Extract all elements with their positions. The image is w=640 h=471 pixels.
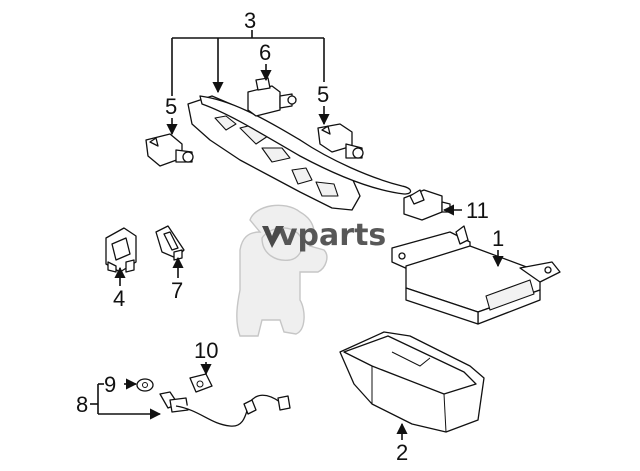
callout-4: 4	[113, 286, 125, 311]
callout-10: 10	[194, 338, 218, 363]
gasket-9	[136, 378, 154, 392]
mounting-bracket	[187, 95, 412, 211]
vacuum-solenoid-5-left	[145, 133, 194, 167]
callout-6: 6	[259, 40, 271, 65]
bracket-7	[155, 225, 185, 261]
vacuum-solenoid-5-right	[317, 123, 364, 159]
callout-11: 11	[466, 198, 489, 223]
clip-10	[189, 373, 213, 393]
vacuum-solenoid-6	[247, 77, 297, 117]
callout-3: 3	[244, 8, 256, 33]
callout-5-right: 5	[317, 82, 329, 107]
callout-labels: 3 6 5 5 11 1 4 7 10 9 8 2	[76, 8, 504, 465]
callout-5-left: 5	[165, 94, 177, 119]
purge-valve-11	[403, 189, 451, 221]
sensor-bracket-4	[105, 227, 137, 273]
callout-7: 7	[171, 278, 183, 303]
leader-lines	[90, 30, 504, 440]
background-engine-outline	[236, 204, 328, 337]
callout-8: 8	[76, 392, 88, 417]
charcoal-canister-1	[391, 225, 561, 325]
canister-tray-2	[339, 331, 485, 433]
watermark-logo: vparts	[262, 218, 386, 253]
callout-2: 2	[396, 440, 408, 465]
callout-1: 1	[492, 226, 504, 251]
watermark-text: vparts	[278, 218, 386, 253]
oxygen-sensor-8	[159, 391, 291, 427]
callout-9: 9	[104, 372, 116, 397]
